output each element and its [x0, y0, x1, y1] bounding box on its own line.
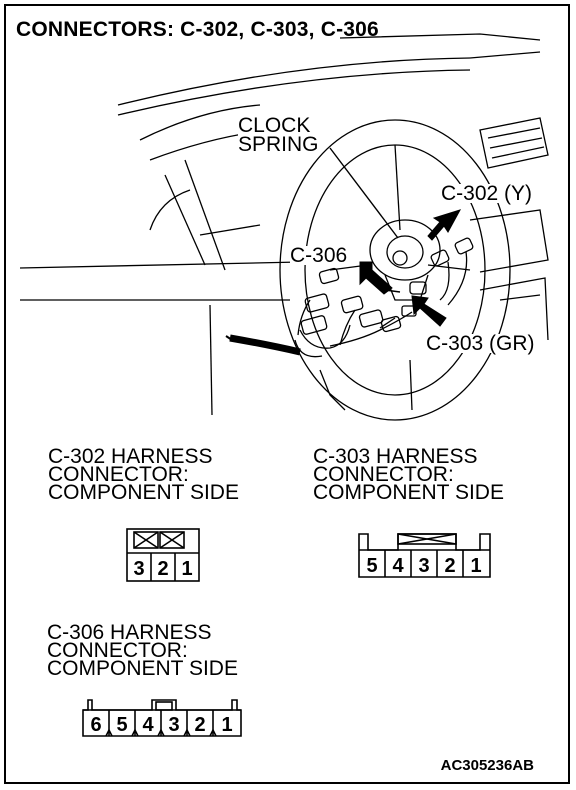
c306-connector-face: 6 5 4 3 2 1 — [82, 699, 242, 737]
c306-callout: C-306 — [290, 244, 348, 267]
c306-arrow — [359, 261, 393, 295]
c303-pin: 5 — [366, 555, 377, 577]
clock-spring-label: CLOCK SPRING — [238, 114, 319, 156]
page-title: CONNECTORS: C-302, C-303, C-306 — [16, 18, 379, 41]
c306-heading: C-306 HARNESS CONNECTOR: COMPONENT SIDE — [47, 621, 238, 680]
c306-pin: 4 — [142, 714, 154, 736]
c303-heading: C-303 HARNESS CONNECTOR: COMPONENT SIDE — [313, 445, 504, 504]
c302-pin: 2 — [157, 558, 168, 580]
c303-pin: 4 — [392, 555, 404, 577]
c306-pin: 3 — [168, 714, 179, 736]
c302-pin: 3 — [133, 558, 144, 580]
c303-connector-face: 5 4 3 2 1 — [358, 533, 491, 578]
clock-spring-label-line1: CLOCK — [238, 114, 311, 137]
clock-spring-label-line2: SPRING — [238, 133, 319, 156]
c303-pin: 1 — [470, 555, 481, 577]
c302-pin: 1 — [181, 558, 192, 580]
c303-callout: C-303 (GR) — [426, 332, 535, 355]
c302-callout: C-302 (Y) — [441, 182, 533, 205]
c302-arrow — [427, 209, 462, 241]
c306-pin: 5 — [116, 714, 127, 736]
c303-pin: 2 — [444, 555, 455, 577]
c303-arrow — [411, 295, 447, 327]
c306-pin: 2 — [194, 714, 205, 736]
steering-wheel-illustration — [19, 33, 549, 421]
c306-pin: 1 — [221, 714, 232, 736]
c302-heading: C-302 HARNESS CONNECTOR: COMPONENT SIDE — [48, 445, 239, 504]
figure-code: AC305236AB — [440, 757, 534, 774]
c302-connector-face: 3 2 1 — [126, 528, 200, 582]
c303-pin: 3 — [418, 555, 429, 577]
c306-pin: 6 — [90, 714, 101, 736]
